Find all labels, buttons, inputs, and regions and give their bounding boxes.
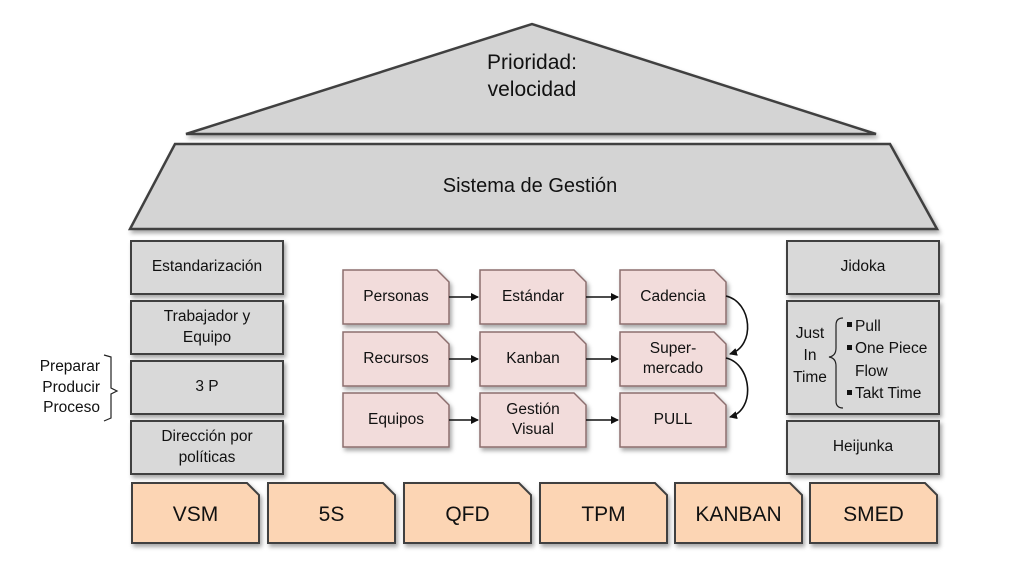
flow-label-r1c3: Cadencia bbox=[640, 287, 706, 305]
jit-item-1: Pull bbox=[847, 316, 927, 338]
band-title: Sistema de Gestión bbox=[442, 175, 618, 197]
flow-box-r2c3 bbox=[619, 331, 727, 387]
base-label-5: KANBAN bbox=[695, 502, 782, 526]
flow-box-r3c3 bbox=[619, 392, 727, 448]
side-note: Preparar Producir Proceso bbox=[39, 357, 100, 417]
right-box-middle bbox=[786, 300, 940, 415]
flow-boxes bbox=[342, 269, 727, 448]
right-label-bottom: Heijunka bbox=[832, 438, 894, 456]
roof-title: Prioridad: velocidad bbox=[487, 50, 577, 101]
flow-label-r3c1: Equipos bbox=[367, 410, 424, 428]
flow-box-r3c1 bbox=[342, 392, 450, 448]
bullet-icon bbox=[847, 322, 852, 328]
flow-label-r2c1: Recursos bbox=[363, 349, 429, 367]
flow-box-r1c2 bbox=[479, 269, 587, 325]
right-box-top bbox=[786, 240, 940, 295]
base-tabs bbox=[131, 482, 938, 544]
jit-item-2: One Piece bbox=[847, 338, 927, 360]
flow-box-r2c2 bbox=[479, 331, 587, 387]
left-label-4: Dirección por políticas bbox=[161, 428, 253, 466]
right-box-bottom bbox=[786, 420, 940, 475]
jit-item-3: Takt Time bbox=[847, 383, 927, 405]
side-bracket bbox=[103, 354, 119, 422]
flow-arrows bbox=[449, 293, 749, 424]
management-band bbox=[127, 142, 940, 231]
flow-label-r3c2: Gestión Visual bbox=[506, 400, 560, 438]
base-tab-6 bbox=[809, 482, 938, 544]
base-tab-1 bbox=[131, 482, 260, 544]
left-label-1: Estandarización bbox=[151, 258, 263, 276]
jit-brace bbox=[828, 317, 844, 409]
base-tab-4 bbox=[539, 482, 668, 544]
flow-label-r3c3: PULL bbox=[653, 410, 693, 428]
left-box-1 bbox=[130, 240, 284, 295]
flow-label-r1c2: Estándar bbox=[501, 287, 565, 305]
curve-arrow-1 bbox=[725, 295, 749, 356]
left-label-2: Trabajador y Equipo bbox=[163, 308, 251, 346]
flow-label-r2c3: Super- mercado bbox=[642, 339, 704, 377]
flow-box-r1c1 bbox=[342, 269, 450, 325]
right-label-top: Jidoka bbox=[840, 258, 886, 276]
left-box-4 bbox=[130, 420, 284, 475]
bullet-icon bbox=[847, 344, 852, 350]
left-box-2 bbox=[130, 300, 284, 355]
flow-box-r1c3 bbox=[619, 269, 727, 325]
jit-item-2-cont: Flow bbox=[855, 362, 888, 380]
base-tab-2 bbox=[267, 482, 396, 544]
left-label-3: 3 P bbox=[195, 378, 219, 396]
flow-label-r2c2: Kanban bbox=[506, 349, 560, 367]
base-label-6: SMED bbox=[843, 502, 904, 526]
left-box-3 bbox=[130, 360, 284, 415]
jit-list: Pull One Piece Flow Takt Time bbox=[847, 316, 927, 406]
bullet-icon bbox=[847, 389, 852, 395]
curve-arrow-2 bbox=[725, 357, 749, 420]
roof-triangle bbox=[185, 22, 877, 136]
base-label-1: VSM bbox=[172, 502, 219, 526]
jit-label: Just In Time bbox=[793, 325, 827, 386]
base-tab-5 bbox=[674, 482, 803, 544]
flow-label-r1c1: Personas bbox=[363, 287, 429, 305]
base-tab-3 bbox=[403, 482, 532, 544]
base-label-3: QFD bbox=[445, 502, 490, 526]
flow-box-r3c2 bbox=[479, 392, 587, 448]
base-label-2: 5S bbox=[318, 502, 345, 526]
flow-box-r2c1 bbox=[342, 331, 450, 387]
base-label-4: TPM bbox=[581, 502, 626, 526]
